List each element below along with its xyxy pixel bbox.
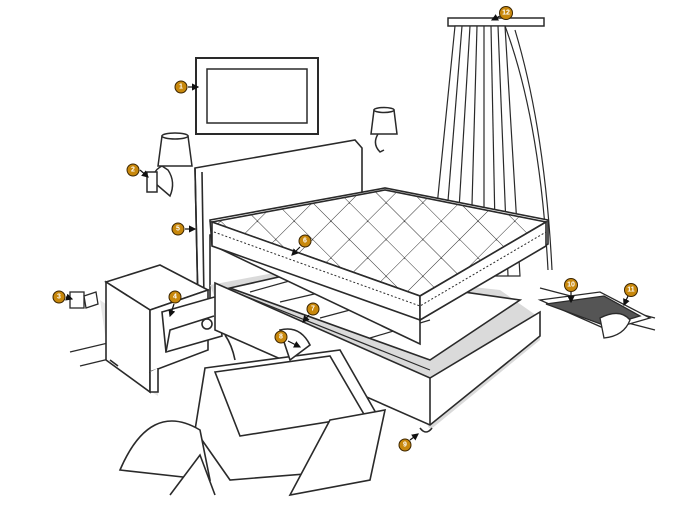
marker-dot xyxy=(624,283,638,297)
marker-12-label: 12 xyxy=(502,10,510,17)
wall-picture-frame xyxy=(195,57,319,135)
nightstand xyxy=(100,264,223,396)
marker-7: 7 xyxy=(306,302,320,316)
marker-11-label: 11 xyxy=(627,287,635,294)
marker-dot xyxy=(499,6,513,20)
marker-4-label: 4 xyxy=(173,294,177,301)
marker-dot xyxy=(298,234,312,248)
marker-12: 12 xyxy=(499,6,513,20)
marker-dot xyxy=(126,163,140,177)
marker-5-label: 5 xyxy=(176,226,180,233)
marker-6: 6 xyxy=(298,234,312,248)
marker-9: 9 xyxy=(398,438,412,452)
wall-outlet xyxy=(69,291,99,309)
marker-8: 8 xyxy=(274,330,288,344)
marker-10: 10 xyxy=(564,278,578,292)
marker-2: 2 xyxy=(126,163,140,177)
carpet xyxy=(537,291,652,339)
marker-dot xyxy=(398,438,412,452)
callout-markers: 1 2 3 4 5 6 7 8 xyxy=(52,6,638,452)
marker-3: 3 xyxy=(52,290,66,304)
marker-7-label: 7 xyxy=(311,306,315,313)
marker-dot xyxy=(564,278,578,292)
marker-11: 11 xyxy=(624,283,638,297)
marker-4: 4 xyxy=(168,290,182,304)
marker-2-label: 2 xyxy=(131,167,135,174)
marker-dot xyxy=(168,290,182,304)
wall-lamp-right xyxy=(370,106,398,153)
marker-dot xyxy=(171,222,185,236)
marker-dot xyxy=(274,330,288,344)
marker-1: 1 xyxy=(174,80,188,94)
marker-5: 5 xyxy=(171,222,185,236)
marker-dot xyxy=(52,290,66,304)
marker-dot xyxy=(306,302,320,316)
marker-1-label: 1 xyxy=(179,84,183,91)
marker-9-label: 9 xyxy=(403,442,407,449)
marker-6-label: 6 xyxy=(303,238,307,245)
callout-arrows xyxy=(65,14,630,441)
sofa xyxy=(118,328,387,497)
marker-1-dot xyxy=(174,80,188,94)
mattress xyxy=(208,187,549,346)
marker-8-label: 8 xyxy=(279,334,283,341)
marker-3-label: 3 xyxy=(57,294,61,301)
wall-lamp-left xyxy=(146,132,193,198)
marker-10-label: 10 xyxy=(567,282,575,289)
